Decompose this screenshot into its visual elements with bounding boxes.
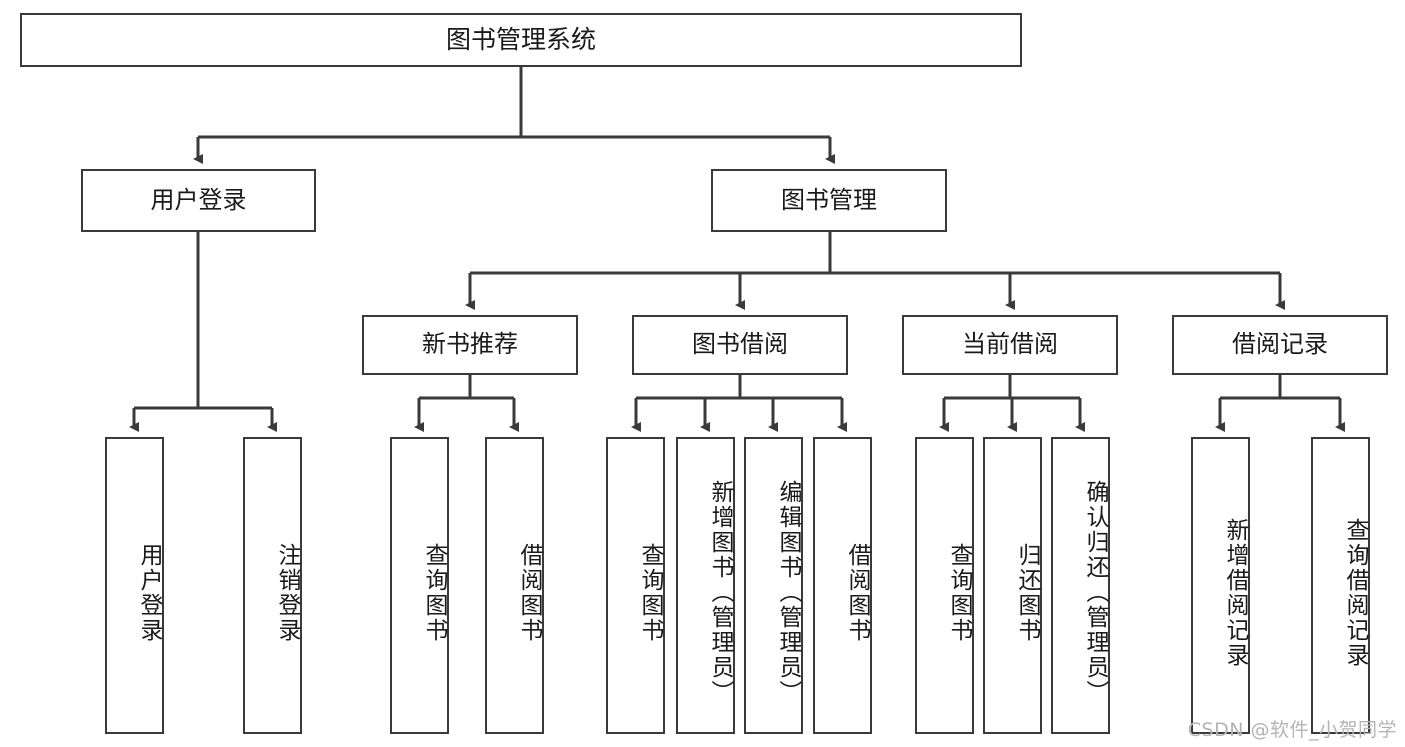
node-book-borrow[interactable]: 图书借阅 (632, 315, 848, 375)
leaf-new-book-query[interactable]: 查询图书 (390, 437, 449, 734)
leaf-borrow-record-query-label: 查询借阅记录 (1342, 517, 1368, 668)
node-borrow-record-label: 借阅记录 (1232, 330, 1328, 359)
leaf-user-login-logout-label: 注销登录 (274, 542, 300, 643)
node-user-login[interactable]: 用户登录 (81, 169, 316, 232)
node-new-book-recommend[interactable]: 新书推荐 (362, 315, 578, 375)
node-book-management-label: 图书管理 (781, 185, 877, 214)
node-root-system[interactable]: 图书管理系统 (20, 13, 1022, 67)
leaf-book-borrow-query-label: 查询图书 (637, 542, 663, 643)
leaf-current-borrow-confirm[interactable]: 确认归还（管理员） (1051, 437, 1110, 734)
leaf-book-borrow-borrow-label: 借阅图书 (844, 542, 870, 643)
node-new-book-recommend-label: 新书推荐 (422, 330, 518, 359)
node-user-login-label: 用户登录 (150, 185, 247, 214)
node-current-borrow-label: 当前借阅 (962, 330, 1058, 359)
leaf-book-borrow-add-label: 新增图书（管理员） (707, 480, 733, 705)
leaf-user-login-login-label: 用户登录 (136, 542, 162, 643)
leaf-user-login-logout[interactable]: 注销登录 (243, 437, 302, 734)
leaf-current-borrow-return[interactable]: 归还图书 (983, 437, 1042, 734)
leaf-book-borrow-query[interactable]: 查询图书 (606, 437, 665, 734)
leaf-book-borrow-borrow[interactable]: 借阅图书 (813, 437, 872, 734)
leaf-new-book-query-label: 查询图书 (421, 542, 447, 643)
leaf-current-borrow-return-label: 归还图书 (1014, 542, 1040, 643)
leaf-borrow-record-add[interactable]: 新增借阅记录 (1191, 437, 1250, 734)
leaf-current-borrow-query[interactable]: 查询图书 (915, 437, 974, 734)
node-book-borrow-label: 图书借阅 (692, 330, 788, 359)
node-borrow-record[interactable]: 借阅记录 (1172, 315, 1388, 375)
leaf-book-borrow-add[interactable]: 新增图书（管理员） (676, 437, 735, 734)
leaf-borrow-record-query[interactable]: 查询借阅记录 (1311, 437, 1370, 734)
leaf-new-book-borrow-label: 借阅图书 (516, 542, 542, 643)
node-book-management[interactable]: 图书管理 (711, 169, 947, 232)
leaf-user-login-login[interactable]: 用户登录 (105, 437, 164, 734)
leaf-current-borrow-query-label: 查询图书 (946, 542, 972, 643)
leaf-borrow-record-add-label: 新增借阅记录 (1222, 517, 1248, 668)
node-root-system-label: 图书管理系统 (445, 24, 596, 54)
leaf-book-borrow-edit-label: 编辑图书（管理员） (775, 480, 801, 705)
leaf-book-borrow-edit[interactable]: 编辑图书（管理员） (744, 437, 803, 734)
node-current-borrow[interactable]: 当前借阅 (902, 315, 1118, 375)
leaf-new-book-borrow[interactable]: 借阅图书 (485, 437, 544, 734)
leaf-current-borrow-confirm-label: 确认归还（管理员） (1082, 480, 1108, 705)
